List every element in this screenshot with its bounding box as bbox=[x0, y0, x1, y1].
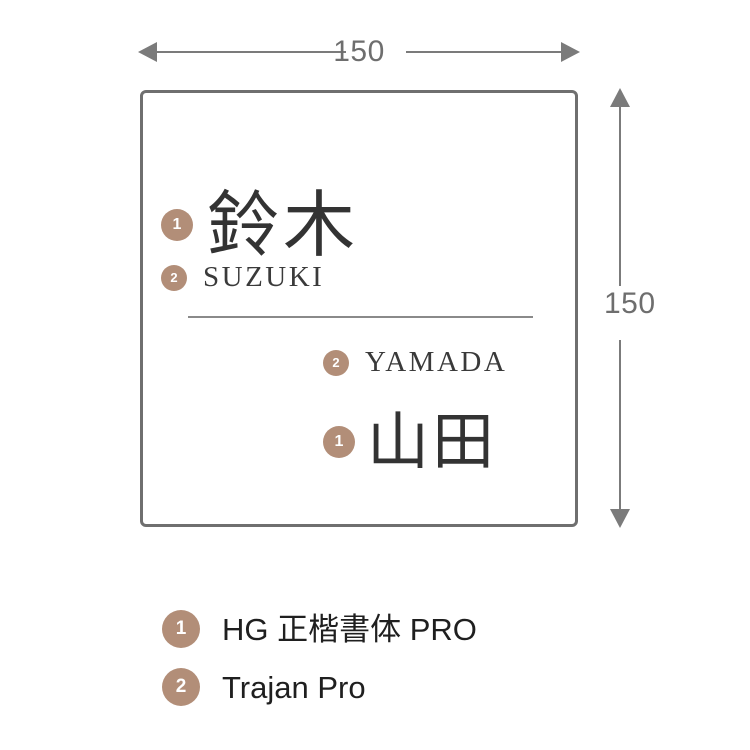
nameplate-preview: 1 鈴木 2 SUZUKI 2 YAMADA 1 山田 bbox=[140, 90, 578, 527]
plate-entry-suzuki-roman: 2 SUZUKI bbox=[161, 263, 324, 292]
arrow-up-icon bbox=[610, 88, 630, 107]
badge-font-1: 1 bbox=[162, 610, 200, 648]
arrow-left-icon bbox=[138, 42, 157, 62]
suzuki-kanji-text: 鈴木 bbox=[207, 183, 360, 267]
plate-divider bbox=[188, 316, 533, 318]
plate-entry-yamada-kanji: 1 山田 bbox=[323, 411, 497, 473]
right-dimension bbox=[604, 88, 650, 528]
plate-entry-yamada-roman: 2 YAMADA bbox=[323, 348, 507, 377]
right-dimension-label: 150 bbox=[604, 287, 656, 320]
badge-font-1: 1 bbox=[161, 209, 193, 241]
badge-font-2: 2 bbox=[162, 668, 200, 706]
arrow-right-icon bbox=[561, 42, 580, 62]
badge-font-2: 2 bbox=[161, 264, 187, 291]
legend-label-font-2: Trajan Pro bbox=[222, 669, 366, 705]
top-dimension-label: 150 bbox=[333, 35, 385, 68]
plate-entry-suzuki-kanji: 1 鈴木 bbox=[161, 189, 359, 261]
legend-label-font-1: HG 正楷書体 PRO bbox=[222, 611, 477, 647]
font-legend: 1 HG 正楷書体 PRO 2 Trajan Pro bbox=[162, 600, 582, 716]
badge-font-2: 2 bbox=[323, 349, 349, 376]
legend-item-font-2: 2 Trajan Pro bbox=[162, 658, 582, 716]
yamada-kanji-text: 山田 bbox=[367, 405, 498, 478]
yamada-roman-text: YAMADA bbox=[365, 346, 508, 378]
suzuki-roman-text: SUZUKI bbox=[203, 261, 325, 293]
dimension-line-bottom bbox=[619, 340, 621, 512]
arrow-down-icon bbox=[610, 509, 630, 528]
badge-font-1: 1 bbox=[323, 426, 355, 458]
dimension-line-right bbox=[406, 51, 564, 53]
dimension-line-top bbox=[619, 104, 621, 286]
top-dimension: 150 bbox=[138, 35, 580, 68]
legend-item-font-1: 1 HG 正楷書体 PRO bbox=[162, 600, 582, 658]
dimension-line-left bbox=[154, 51, 346, 53]
